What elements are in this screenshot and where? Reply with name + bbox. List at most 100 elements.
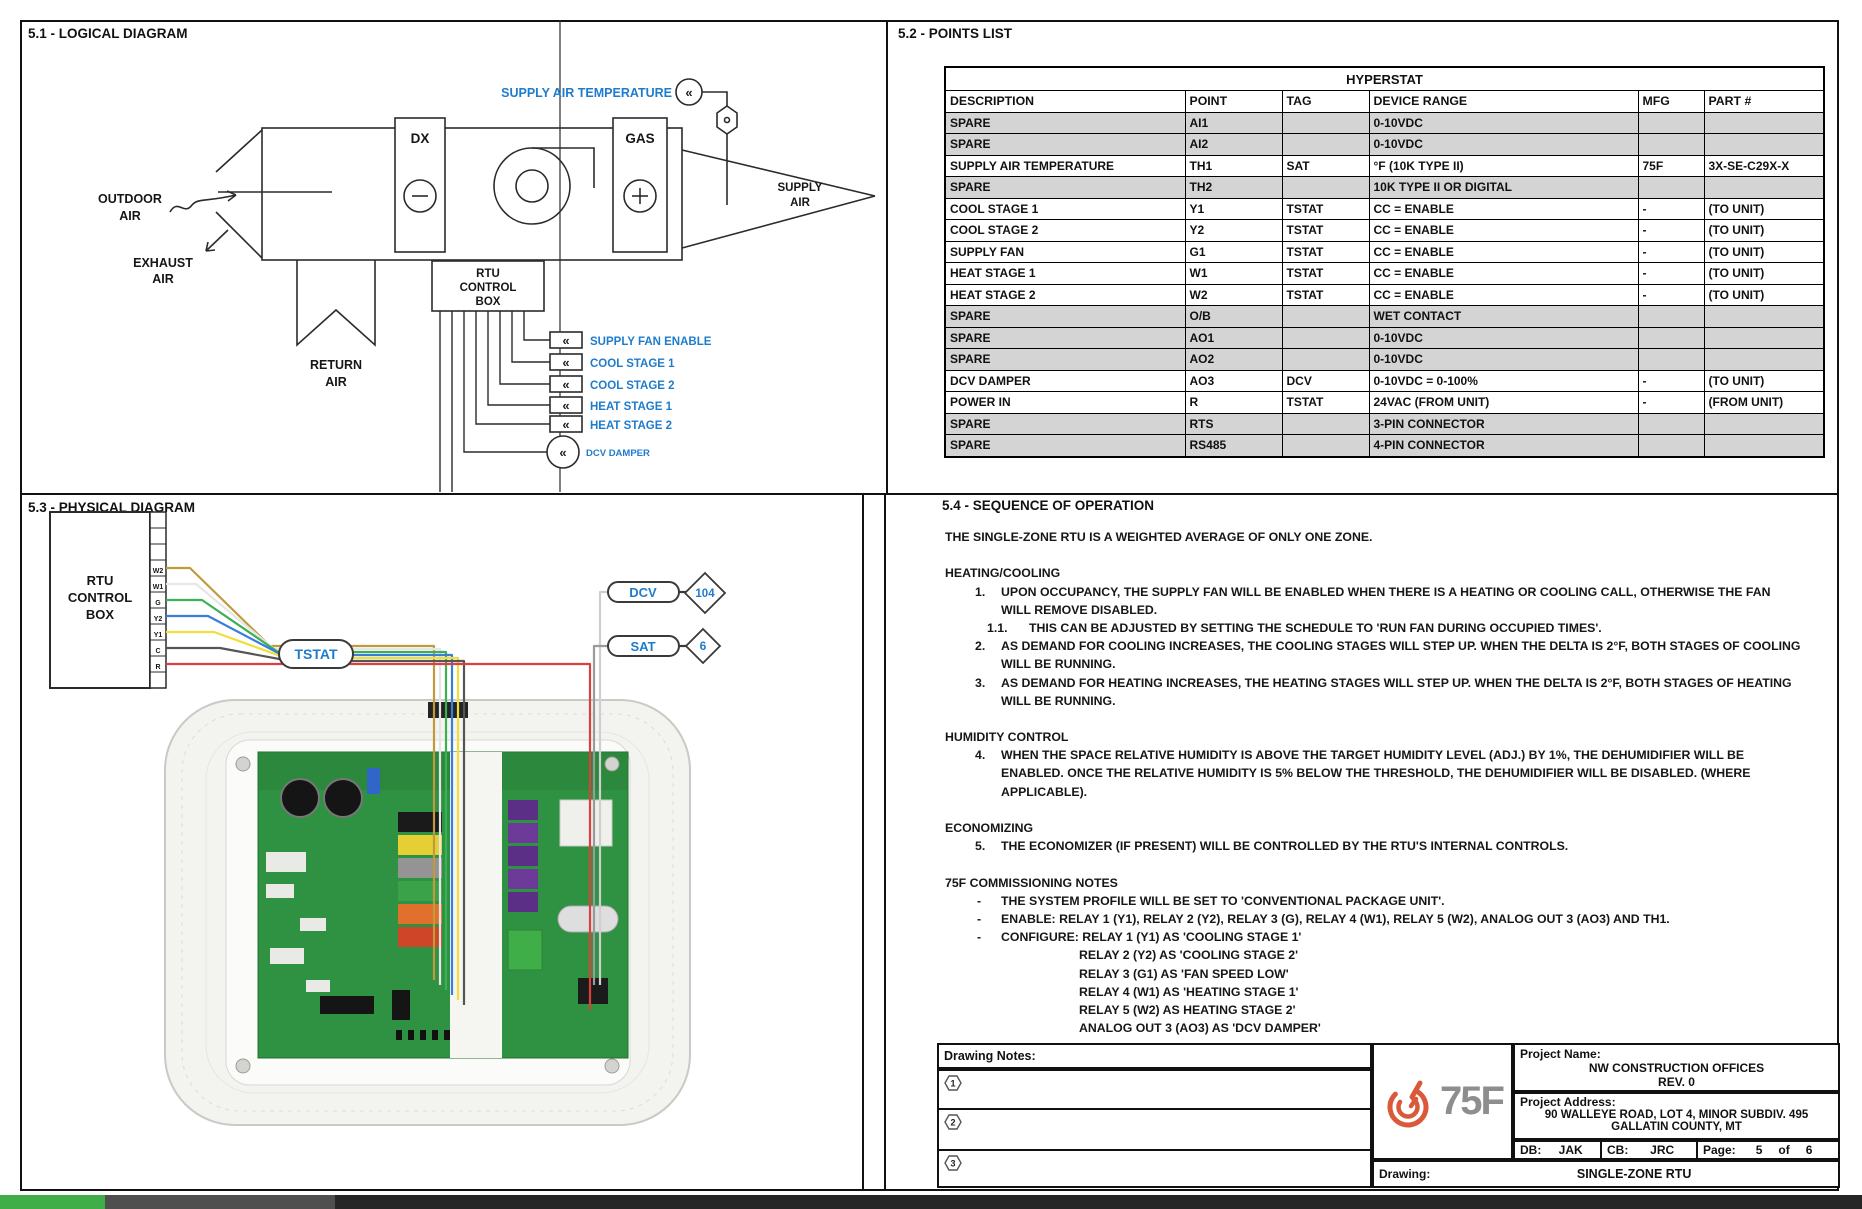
sequence-line: APPLICABLE). [1001,784,1088,799]
exhaust-air-arrow [205,229,229,252]
table-cell: COOL STAGE 1 [944,197,1186,220]
db-cell: DB: JAK [1513,1140,1602,1160]
divider-bottom-vertical-1 [862,495,864,1190]
table-cell: °F (10K TYPE II) [1368,154,1639,177]
rtu-box-53-label: RTU [87,573,114,588]
table-cell: 0-10VDC = 0-100% [1368,369,1639,392]
db-label: DB: [1520,1143,1542,1157]
rtu-control-box-53 [49,511,151,689]
rtu-control-box-51 [431,260,545,312]
sequence-line: ANALOG OUT 3 (AO3) AS 'DCV DAMPER' [1079,1021,1321,1036]
sequence-line: -CONFIGURE: RELAY 1 (Y1) AS 'COOLING STA… [977,930,1302,945]
return-air-label: RETURN [310,358,362,372]
drawing-note-row: 2 [939,1108,1370,1149]
table-cell: TH2 [1184,176,1283,199]
outdoor-air-label: OUTDOOR [98,192,162,206]
table-cell [1637,133,1705,156]
page-of: of [1778,1143,1790,1157]
table-cell: 0-10VDC [1368,133,1639,156]
project-address-label: Project Address: [1520,1095,1616,1109]
col-description: DESCRIPTION [944,90,1186,113]
drawing-note-row: 3 [939,1149,1370,1192]
table-cell: WET CONTACT [1368,305,1639,328]
note-tag-hexagon-icon: 1 [944,1075,962,1091]
signal-label-supply-fan-enable: SUPPLY FAN ENABLE [590,336,712,348]
page-number: 5 [1755,1143,1763,1157]
sequence-line [945,855,1845,873]
control-wires [439,311,550,492]
db-value: JAK [1558,1143,1583,1157]
sequence-line: 75F COMMISSIONING NOTES [945,875,1118,890]
table-cell: (TO UNIT) [1703,262,1825,285]
table-cell: CC = ENABLE [1368,240,1639,263]
page-total: 6 [1805,1143,1813,1157]
col-tag: TAG [1281,90,1370,113]
terminal-y1: Y1 [154,632,163,639]
sat-label: SUPPLY AIR TEMPERATURE [501,86,672,100]
table-cell: Y2 [1184,219,1283,242]
connector-stack [508,800,538,912]
table-cell [1703,176,1825,199]
table-cell: AO1 [1184,326,1283,349]
terminal-y2: Y2 [154,616,163,623]
table-cell: RTS [1184,412,1283,435]
table-cell [1637,412,1705,435]
sat-ref-diamond [684,627,722,665]
svg-text:1: 1 [950,1079,955,1089]
table-cell [1281,326,1370,349]
table-cell [1637,434,1705,457]
gas-symbol-icon [623,179,657,213]
supply-fan-icon [493,147,571,225]
table-cell [1703,412,1825,435]
table-cell [1703,111,1825,134]
table-cell: - [1637,197,1705,220]
divider-top-vertical [886,20,888,493]
sequence-line: 1.1.THIS CAN BE ADJUSTED BY SETTING THE … [987,620,1602,635]
table-header-row: DESCRIPTION POINT TAG DEVICE RANGE MFG P… [944,90,1825,113]
divider-horizontal [20,493,1838,495]
table-cell [1637,305,1705,328]
sequence-line: ENABLED. ONCE THE RELATIVE HUMIDITY IS 5… [1001,766,1751,781]
sequence-line: 1.UPON OCCUPANCY, THE SUPPLY FAN WILL BE… [975,584,1771,599]
table-cell: W2 [1184,283,1283,306]
table-cell: - [1637,369,1705,392]
page-label: Page: [1703,1143,1736,1157]
cb-cell: CB: JRC [1600,1140,1698,1160]
capacitor-icon [280,778,320,818]
table-cell: (FROM UNIT) [1703,391,1825,414]
project-name-box: Project Name: NW CONSTRUCTION OFFICES RE… [1513,1043,1840,1092]
sequence-line: WILL REMOVE DISABLED. [1001,602,1158,617]
table-cell: AI1 [1184,111,1283,134]
project-rev: REV. 0 [1658,1075,1695,1089]
table-cell: 3-PIN CONNECTOR [1368,412,1639,435]
dcv-label: DCV [629,585,657,600]
signal-label-heat-stage-1: HEAT STAGE 1 [590,401,673,413]
svg-text:AIR: AIR [325,375,347,389]
sequence-lines: THE SINGLE-ZONE RTU IS A WEIGHTED AVERAG… [945,528,1845,1037]
panel-title-54: 5.4 - SEQUENCE OF OPERATION [942,498,1155,513]
physical-diagram: RTU CONTROL BOX W2 W1 G Y2 Y1 C R [49,511,727,1126]
table-cell: TSTAT [1281,391,1370,414]
sequence-line: -ENABLE: RELAY 1 (Y1), RELAY 2 (Y2), REL… [977,911,1670,926]
table-cell: SAT [1281,154,1370,177]
svg-text:«: « [562,398,569,413]
signal-flag-icon [549,415,583,433]
sequence-line: 5.THE ECONOMIZER (IF PRESENT) WILL BE CO… [975,839,1569,854]
cb-label: CB: [1607,1143,1629,1157]
table-cell: SPARE [944,176,1186,199]
dcv-flag-icon [546,435,580,469]
sequence-line: RELAY 2 (Y2) AS 'COOLING STAGE 2' [1079,948,1299,963]
table-cell: - [1637,219,1705,242]
bottom-progress-bar[interactable] [0,1195,1862,1209]
col-device-range: DEVICE RANGE [1368,90,1639,113]
terminal-g: G [155,600,161,607]
table-cell: - [1637,262,1705,285]
table-cell: (TO UNIT) [1703,283,1825,306]
